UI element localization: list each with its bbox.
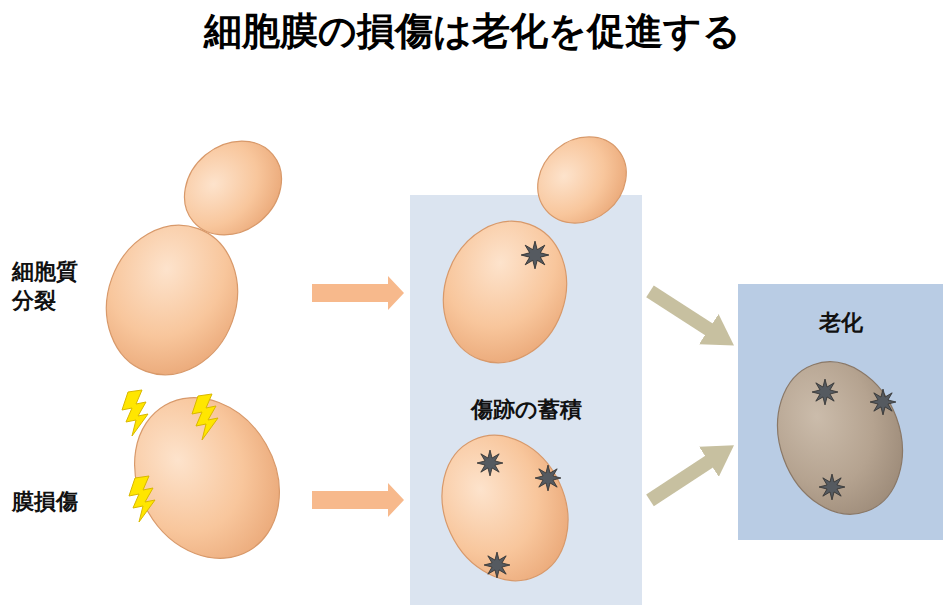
flow-arrow bbox=[650, 457, 716, 500]
panel-heading: 傷跡の蓄積 bbox=[471, 395, 582, 425]
process-label: 膜損傷 bbox=[12, 488, 82, 517]
process-label: 細胞質分裂 bbox=[12, 258, 82, 315]
title: 細胞膜の損傷は老化を促進する bbox=[0, 6, 945, 57]
accumulation-panel: 傷跡の蓄積 bbox=[410, 195, 642, 605]
panel-heading: 老化 bbox=[819, 308, 863, 338]
aging-panel: 老化 bbox=[738, 284, 943, 540]
flow-arrow bbox=[650, 291, 716, 333]
